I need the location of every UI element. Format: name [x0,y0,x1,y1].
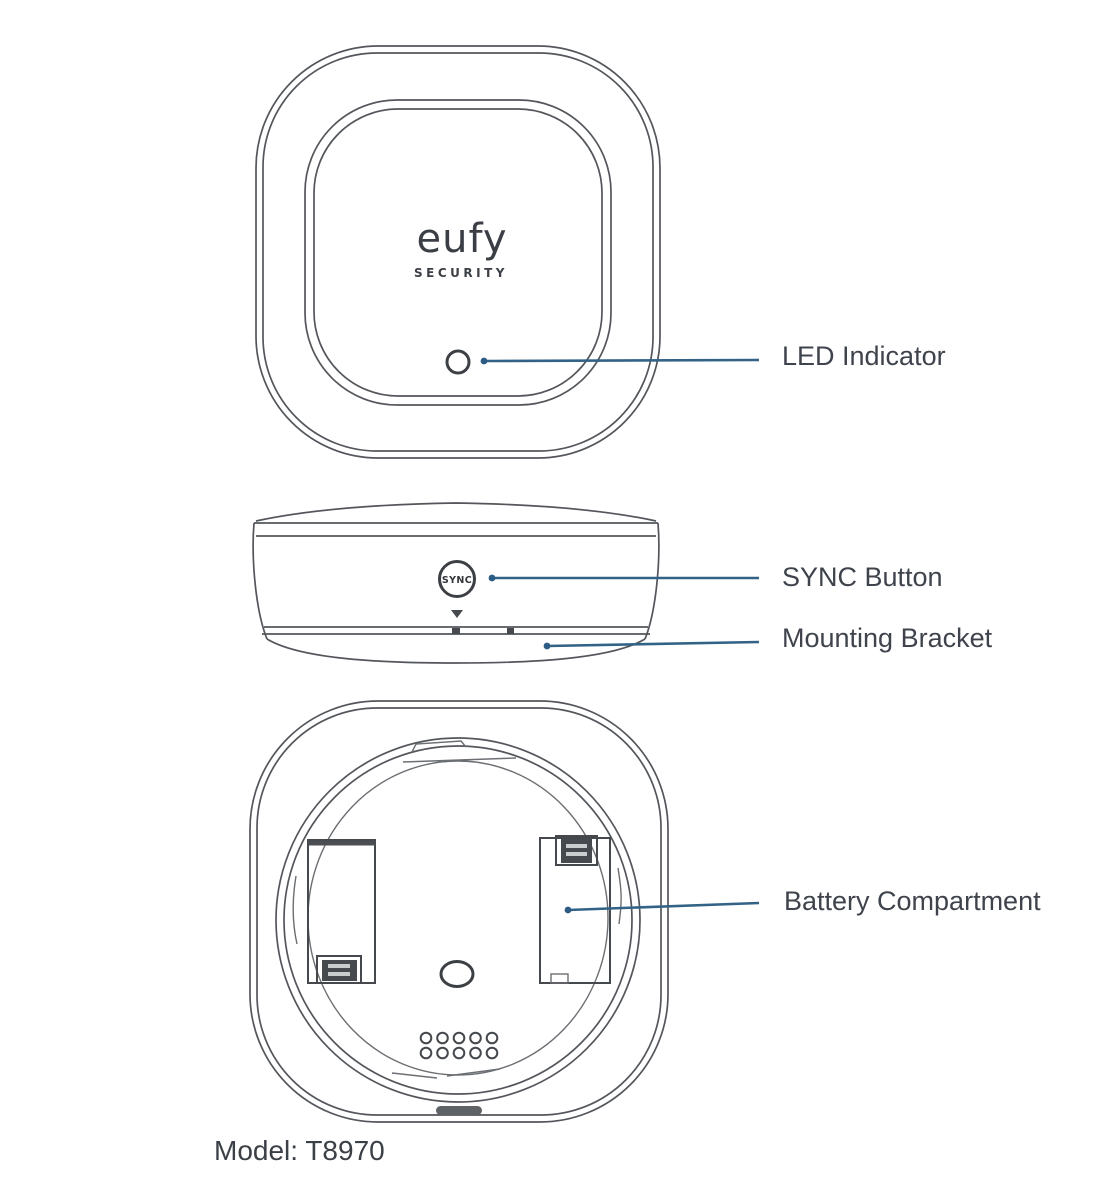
side-left-edge [252,522,268,640]
bottom-outer-shell [249,700,669,1123]
sync-alignment-arrow [451,610,463,618]
leader-dot-led-indicator [480,357,488,365]
mounting-plate-top-chord [402,757,517,763]
battery-contact-left-block [322,960,357,981]
led-indicator-circle [445,349,471,375]
bracket-bottom-curve [266,638,646,664]
battery-bay-right-bottom-step [550,973,569,984]
top-view-outer-shell [255,45,661,459]
plate-left-notch [292,875,298,945]
bottom-view [249,700,669,1123]
leader-dot-battery-compartment [564,906,572,914]
mounting-plate-outline [307,760,609,1076]
bottom-body-circle-outer [275,737,641,1103]
model-number-label: Model: T8970 [214,1135,385,1166]
screw-hole [439,960,475,988]
speaker-holes [419,1031,499,1060]
bracket-tick-right [507,628,514,634]
eufy-logo-text: eufy [416,216,507,262]
leader-line-led-indicator [483,358,760,363]
side-dome-outline [255,502,657,522]
battery-contact-right-outline [555,835,598,866]
sync-button-circle [438,560,476,598]
battery-bay-right [539,835,611,984]
side-right-edge [644,522,660,640]
leader-dot-sync-button [488,574,496,582]
security-wordmark: SECURITY [414,266,508,280]
body-top-tab [411,740,467,753]
callout-label-battery-compartment: Battery Compartment [784,886,1041,916]
top-view-outer-shell-inner-line [262,52,654,452]
callout-label-led-indicator: LED Indicator [782,341,946,371]
battery-contact-right-detail-2 [566,852,587,856]
battery-bay-right-outline [539,837,611,984]
top-view: eufy SECURITY [255,45,661,459]
battery-contact-left-detail-1 [328,964,350,968]
callout-label-mounting-bracket: Mounting Bracket [782,623,993,653]
bottom-release-tab [436,1106,482,1115]
leader-line-battery-compartment [567,901,760,912]
top-view-face-inner-line [313,108,603,397]
sync-button-label: SYNC [442,575,472,586]
bottom-outer-shell-inner-line [256,707,662,1116]
callout-label-sync-button: SYNC Button [782,562,943,592]
plate-right-notch [617,867,622,925]
bracket-tick-left [452,628,460,634]
battery-contact-left-outline [316,955,362,984]
plate-bottom-joint-left [391,1072,438,1079]
callout-leader-lines [480,357,760,914]
leader-line-mounting-bracket [546,640,760,648]
top-view-face-outline [304,99,612,406]
battery-contact-right-block [561,839,592,863]
side-view: SYNC [252,502,660,664]
plate-bottom-joint-right [446,1068,501,1077]
battery-bay-left [307,839,376,984]
bottom-body-circle-inner [283,745,633,1095]
battery-contact-left-detail-2 [328,972,350,976]
leader-dot-mounting-bracket [543,642,551,650]
battery-contact-right-detail-1 [566,844,587,848]
